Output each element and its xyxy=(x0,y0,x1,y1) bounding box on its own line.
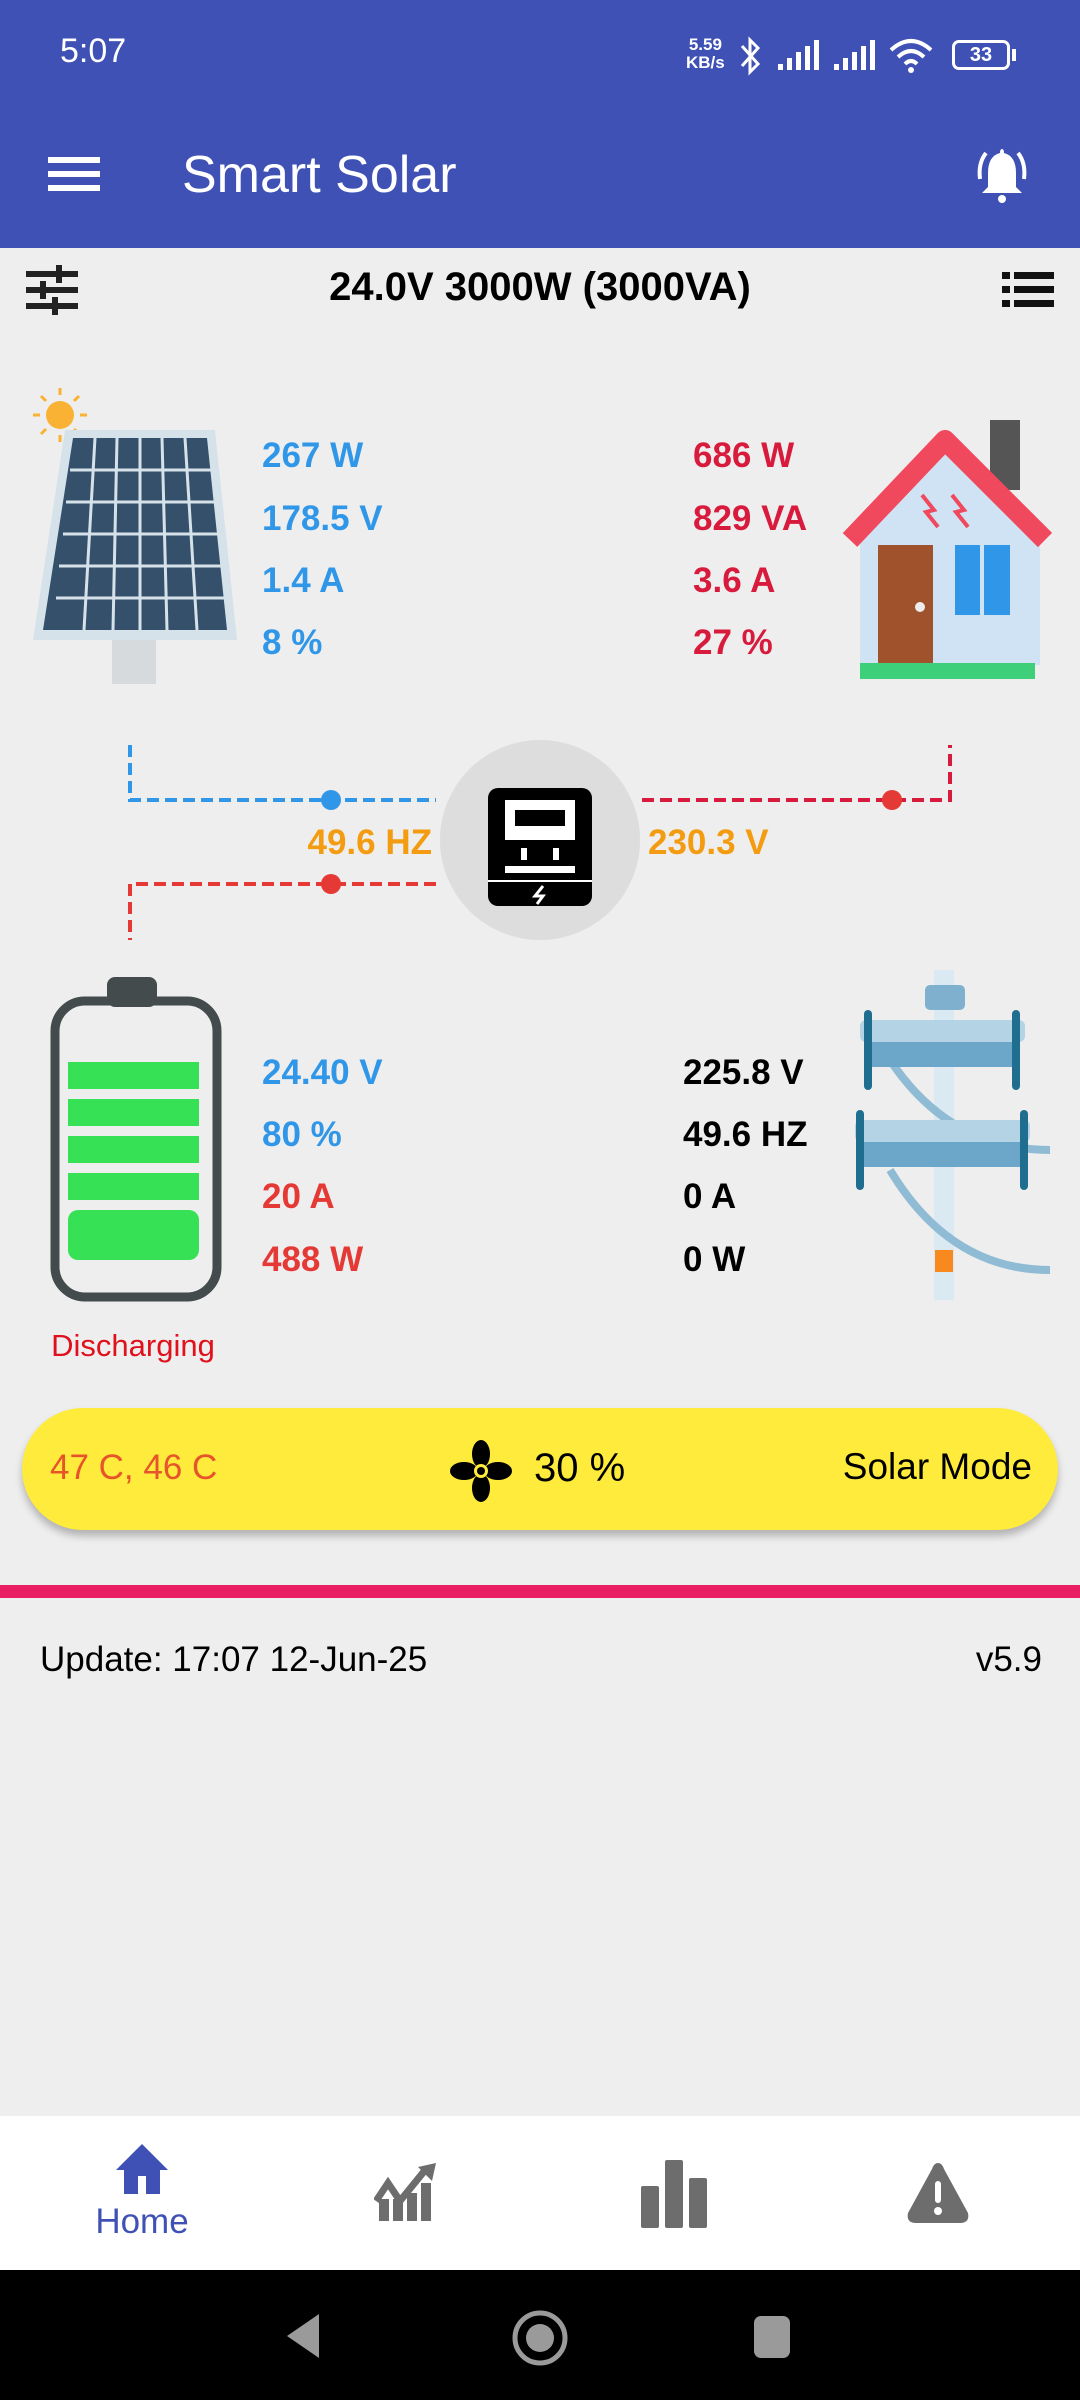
load-power: 686 W xyxy=(693,436,795,475)
house-icon xyxy=(842,420,1053,679)
battery-voltage: 24.40 V xyxy=(262,1053,383,1092)
divider xyxy=(0,1585,1080,1598)
bottom-navigation: Home xyxy=(0,2116,1080,2270)
net-speed: 5.59 KB/s xyxy=(686,36,725,72)
grid-frequency: 49.6 HZ xyxy=(683,1115,808,1154)
app-title: Smart Solar xyxy=(182,146,457,204)
signal-icon xyxy=(778,40,819,70)
signal-icon-2 xyxy=(834,40,875,70)
home-button-icon[interactable] xyxy=(510,2310,570,2366)
warning-icon xyxy=(907,2163,969,2223)
battery-status-icon: 33 xyxy=(952,40,1010,70)
grid-power: 0 W xyxy=(683,1240,746,1279)
solar-panel-icon xyxy=(33,388,237,684)
battery-percent: 33 xyxy=(969,44,993,66)
inverter-frequency: 49.6 HZ xyxy=(307,823,433,862)
recents-icon[interactable] xyxy=(752,2314,792,2362)
power-pole-icon xyxy=(855,970,1050,1300)
solar-current: 1.4 A xyxy=(262,561,345,600)
fan-icon xyxy=(450,1440,512,1502)
inverter-spec: 24.0V 3000W (3000VA) xyxy=(329,265,751,309)
battery-icon xyxy=(50,977,222,1302)
load-apparent-power: 829 VA xyxy=(693,499,808,538)
solar-flow-dot xyxy=(321,790,341,810)
battery-flow-line xyxy=(128,882,436,940)
battery-current: 20 A xyxy=(262,1177,335,1216)
fan-speed: 30 % xyxy=(534,1446,626,1490)
alarm-bell-icon[interactable] xyxy=(970,143,1034,207)
nav-trends[interactable] xyxy=(272,2116,542,2270)
bluetooth-icon xyxy=(740,36,761,76)
back-icon[interactable] xyxy=(283,2312,323,2360)
grid-current: 0 A xyxy=(683,1177,737,1216)
temperatures: 47 C, 46 C xyxy=(50,1448,218,1487)
net-speed-unit: KB/s xyxy=(686,53,725,72)
solar-percent: 8 % xyxy=(262,623,323,662)
nav-alerts[interactable] xyxy=(803,2116,1073,2270)
net-speed-value: 5.59 xyxy=(688,35,722,54)
bar-chart-icon xyxy=(641,2160,707,2228)
operating-mode: Solar Mode xyxy=(842,1446,1032,1487)
solar-voltage: 178.5 V xyxy=(262,499,383,538)
app-bar: Smart Solar xyxy=(0,125,1080,248)
nav-home[interactable]: Home xyxy=(7,2116,277,2270)
list-icon[interactable] xyxy=(1002,272,1054,308)
solar-flow-line xyxy=(128,745,436,802)
load-flow-line xyxy=(642,745,952,802)
battery-tip xyxy=(1012,49,1016,61)
grid-voltage: 225.8 V xyxy=(683,1053,804,1092)
battery-percent: 80 % xyxy=(262,1115,342,1154)
menu-icon[interactable] xyxy=(48,154,100,194)
battery-status: Discharging xyxy=(51,1328,215,1363)
inverter-circle[interactable] xyxy=(440,740,640,940)
last-update: Update: 17:07 12-Jun-25 xyxy=(40,1640,428,1679)
status-bar: 5:07 5.59 KB/s 33 xyxy=(0,0,1080,125)
settings-sliders-icon[interactable] xyxy=(26,265,78,315)
wifi-icon xyxy=(889,39,933,73)
trend-chart-icon xyxy=(374,2163,436,2221)
energy-flow-lines xyxy=(128,745,952,940)
inverter-voltage: 230.3 V xyxy=(648,823,769,862)
status-pill: 47 C, 46 C 30 % Solar Mode xyxy=(22,1408,1058,1530)
load-current: 3.6 A xyxy=(693,561,776,600)
nav-home-label: Home xyxy=(95,2202,189,2241)
nav-statistics[interactable] xyxy=(538,2116,808,2270)
home-icon xyxy=(116,2144,168,2194)
solar-power: 267 W xyxy=(262,436,364,475)
battery-flow-dot xyxy=(321,874,341,894)
inverter-icon xyxy=(488,788,592,906)
status-time: 5:07 xyxy=(60,32,127,70)
app-version: v5.9 xyxy=(975,1640,1042,1679)
battery-power: 488 W xyxy=(262,1240,364,1279)
load-percent: 27 % xyxy=(693,623,773,662)
system-navigation-bar xyxy=(0,2270,1080,2400)
load-flow-dot xyxy=(882,790,902,810)
